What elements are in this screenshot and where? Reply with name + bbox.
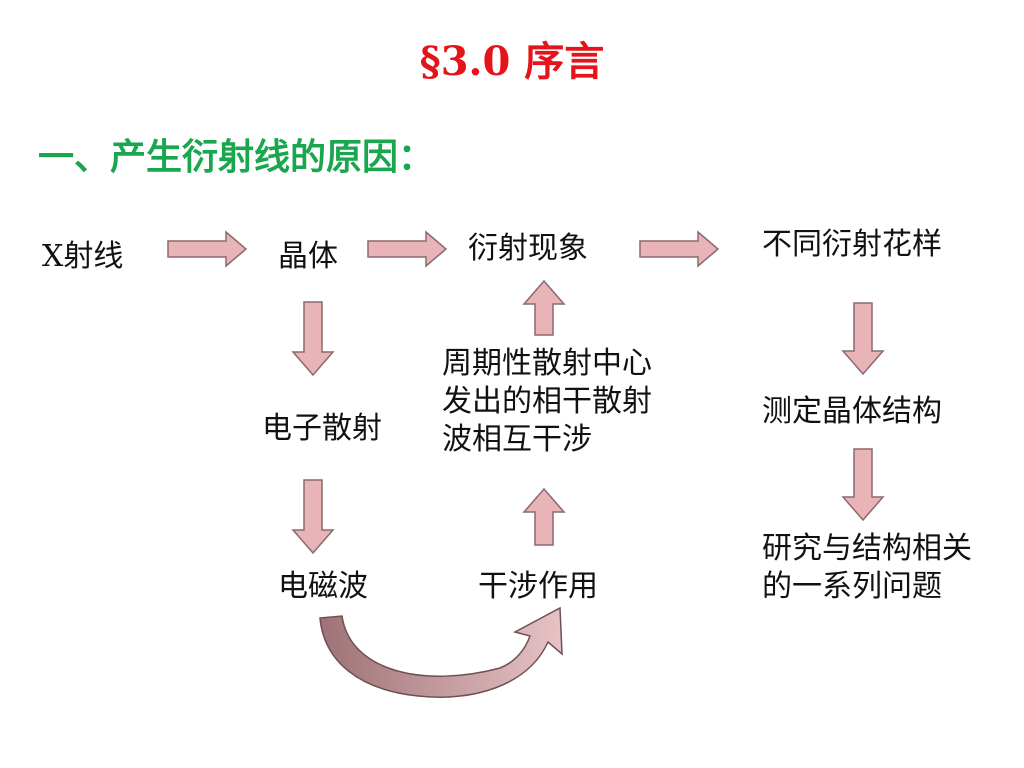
arrow-down-icon <box>291 479 335 555</box>
node-diffraction-patterns: 不同衍射花样 <box>762 227 942 262</box>
node-related-problems: 研究与结构相关的一系列问题 <box>762 531 972 604</box>
section-heading: 一、产生衍射线的原因： <box>38 136 435 178</box>
node-crystal: 晶体 <box>278 239 338 274</box>
arrow-right-icon <box>367 230 448 268</box>
node-electron-scattering: 电子散射 <box>262 411 382 446</box>
arrow-up-icon <box>522 487 566 546</box>
node-electromagnetic-wave: 电磁波 <box>278 569 368 604</box>
arrow-down-icon <box>841 448 885 522</box>
node-interference-effect: 干涉作用 <box>478 569 598 604</box>
arrow-down-icon <box>841 302 885 376</box>
node-determine-structure: 测定晶体结构 <box>762 394 942 429</box>
node-xray: X射线 <box>42 239 124 274</box>
node-diffraction-phenomenon: 衍射现象 <box>468 231 588 266</box>
arrow-down-icon <box>291 301 335 377</box>
arrow-right-icon <box>167 230 248 268</box>
arrow-up-icon <box>522 279 566 336</box>
arrow-right-icon <box>639 230 720 268</box>
node-periodic-interference: 周期性散射中心发出的相干散射波相互干涉 <box>442 346 652 457</box>
curved-arrow-icon <box>319 606 563 698</box>
slide-title: §3.0 序言 <box>419 38 605 85</box>
